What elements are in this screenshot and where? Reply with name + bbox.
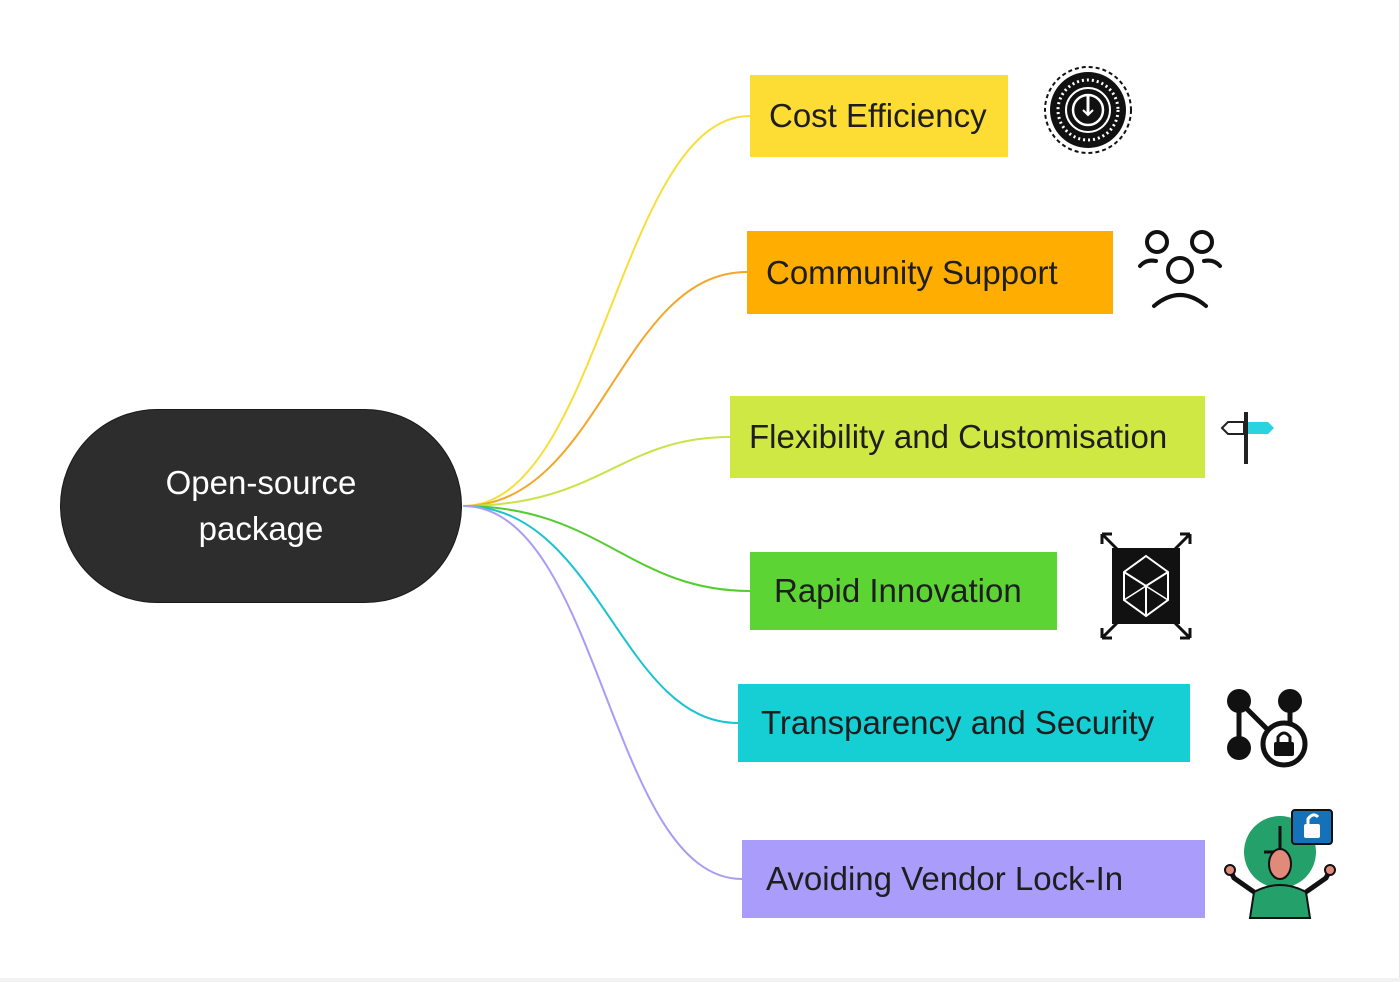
connector-vendor-lockin <box>462 505 743 880</box>
signpost-icon <box>1220 412 1274 464</box>
connector-community-support <box>462 271 748 507</box>
branch-label: Transparency and Security <box>761 704 1155 741</box>
branch-community-support[interactable]: Community Support <box>747 231 1113 314</box>
root-node-label: Open-source package <box>165 464 357 547</box>
network-lock-icon <box>1227 689 1308 768</box>
branch-flexibility-customisation[interactable]: Flexibility and Customisation <box>730 396 1205 478</box>
power-button-icon <box>1044 66 1132 154</box>
branch-cost-efficiency[interactable]: Cost Efficiency <box>750 75 1008 157</box>
chip-innovation-icon <box>1100 532 1192 640</box>
branch-label: Avoiding Vendor Lock-In <box>766 860 1124 897</box>
branch-label: Cost Efficiency <box>769 97 987 134</box>
branch-label: Flexibility and Customisation <box>749 418 1168 455</box>
bottom-border <box>0 978 1400 982</box>
branch-avoiding-vendor-lockin[interactable]: Avoiding Vendor Lock-In <box>742 840 1205 918</box>
connector-flexibility <box>462 436 731 507</box>
community-people-icon <box>1138 230 1222 308</box>
branch-label: Rapid Innovation <box>774 572 1022 609</box>
branch-rapid-innovation[interactable]: Rapid Innovation <box>750 552 1057 630</box>
root-node[interactable]: Open-source package <box>60 409 462 603</box>
person-unlock-icon <box>1224 809 1336 919</box>
connector-cost-efficiency <box>462 115 751 507</box>
connector-transparency <box>462 505 739 724</box>
connector-rapid-innovation <box>462 505 751 592</box>
branch-label: Community Support <box>766 253 1058 291</box>
branch-transparency-security[interactable]: Transparency and Security <box>738 684 1190 762</box>
